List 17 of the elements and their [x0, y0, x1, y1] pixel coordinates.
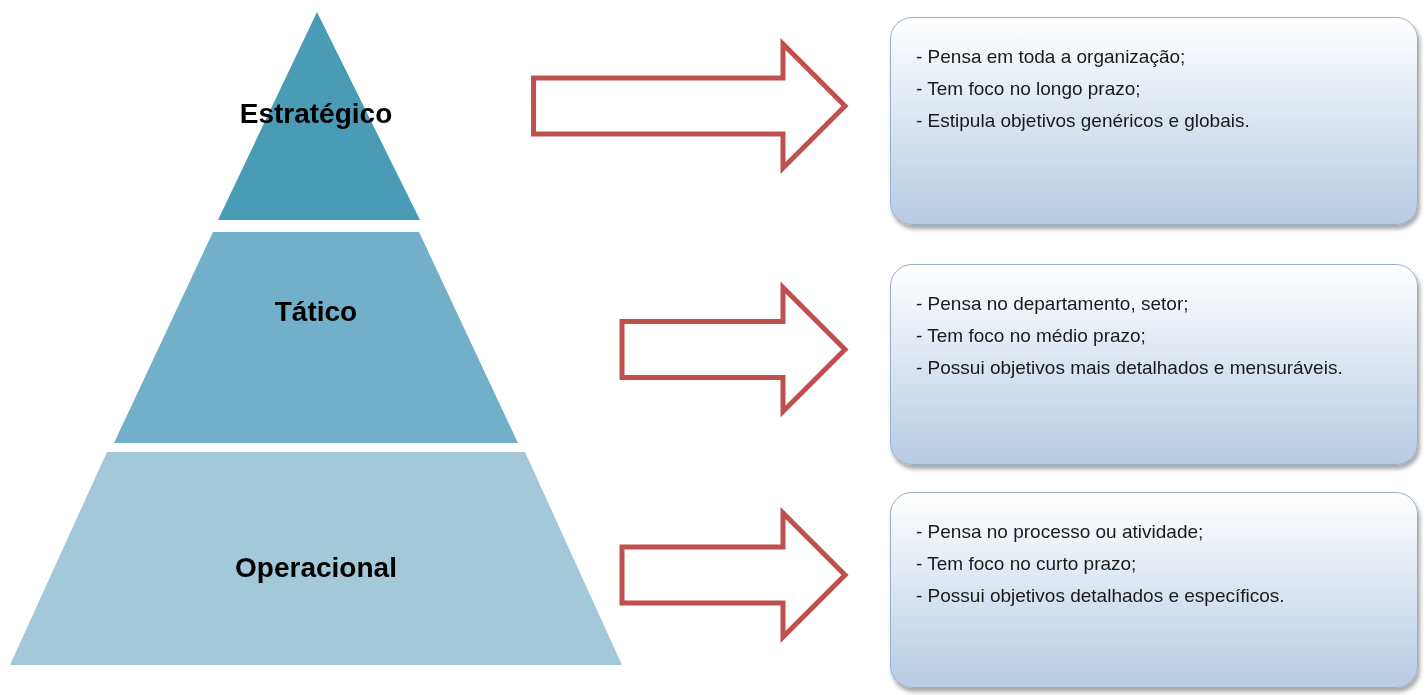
tier-label: Operacional: [235, 551, 397, 585]
bullet-text: - Pensa no processo ou atividade;: [916, 520, 1205, 544]
tier-label: Tático: [274, 295, 358, 329]
bullet-text: - Possui objetivos mais detalhados e mensuráveis.: [916, 356, 1344, 380]
bullet-text: - Pensa no departamento, setor;: [916, 292, 1190, 316]
description-box: [890, 492, 1418, 688]
block-arrow: [619, 281, 849, 418]
bullet-text: - Tem foco no longo prazo;: [916, 77, 1142, 101]
description-box: [890, 264, 1418, 465]
description-box: [890, 17, 1418, 225]
bullet-text: - Estipula objetivos genéricos e globais.: [916, 109, 1251, 133]
bullet-text: - Possui objetivos detalhados e específicos.: [916, 584, 1286, 608]
block-arrow: [619, 506, 849, 644]
bullet-text: - Tem foco no médio prazo;: [916, 324, 1147, 348]
bullet-text: - Tem foco no curto prazo;: [916, 552, 1138, 576]
bullet-text: - Pensa em toda a organização;: [916, 45, 1187, 69]
block-arrow: [531, 37, 849, 175]
